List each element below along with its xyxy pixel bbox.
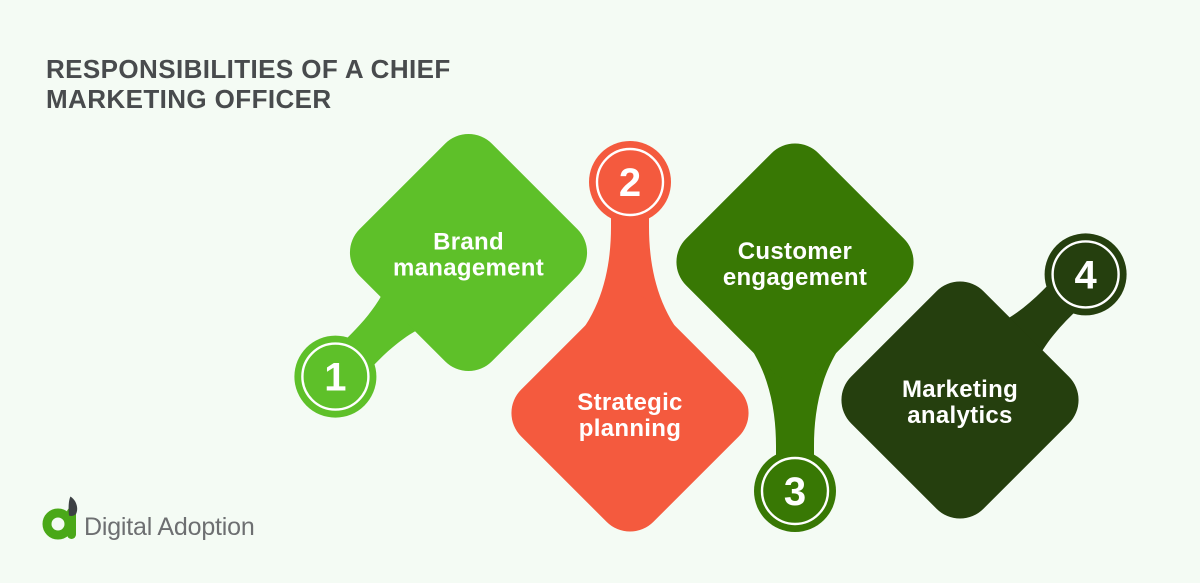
step-3-customer-engagement: 3 Customer engagement: [676, 143, 914, 532]
step-number-1: 1: [324, 356, 346, 400]
diamond-2-label-line2: planning: [579, 415, 681, 442]
step-circle-ring-1: [301, 342, 370, 411]
diamond-2-label-line1: Strategic: [577, 389, 682, 416]
step-circle-ring-3: [760, 456, 830, 526]
diamond-4-shape: [841, 281, 1079, 519]
logo-a-ring: [42, 508, 74, 540]
step-number-2: 2: [619, 161, 641, 205]
step-circle-1: [294, 335, 377, 418]
diamond-1-label-line1: Brand: [433, 229, 504, 256]
step-circle-2: [589, 141, 671, 223]
diamond-3-label-line2: engagement: [723, 264, 867, 291]
step-1-brand-management: 1 Brand management: [294, 133, 588, 418]
step-2-strategic-planning: 2 Strategic planning: [511, 141, 749, 532]
page-title: RESPONSIBILITIES OF A CHIEF MARKETING OF…: [46, 54, 451, 114]
step-number-4: 4: [1074, 253, 1097, 297]
diamond-4-label-line1: Marketing: [902, 376, 1018, 403]
brand-name-text: Digital Adoption: [84, 513, 255, 541]
page-title-line2: MARKETING OFFICER: [46, 84, 332, 114]
page-title-line1: RESPONSIBILITIES OF A CHIEF: [46, 54, 451, 84]
diamond-3-label-line1: Customer: [738, 238, 852, 265]
diamond-3-shape: [676, 143, 914, 381]
logo-leaf-icon: [68, 496, 78, 516]
step-4-marketing-analytics: 4 Marketing analytics: [841, 233, 1127, 519]
step-circle-4: [1044, 233, 1127, 316]
diamond-1-label-line2: management: [393, 255, 544, 282]
step-circle-ring-4: [1051, 240, 1120, 309]
step-number-3: 3: [784, 470, 806, 514]
diamond-4-label-line2: analytics: [907, 402, 1012, 429]
step-circle-3: [754, 450, 836, 532]
connector-neck-3: [733, 326, 857, 491]
brand-logo: Digital Adoption: [42, 496, 255, 541]
diamond-1-shape: [349, 133, 588, 372]
diamond-2-shape: [511, 294, 749, 532]
brand-logo-icon: [42, 496, 78, 540]
step-circle-ring-2: [595, 147, 665, 217]
connector-neck-2: [568, 182, 692, 347]
